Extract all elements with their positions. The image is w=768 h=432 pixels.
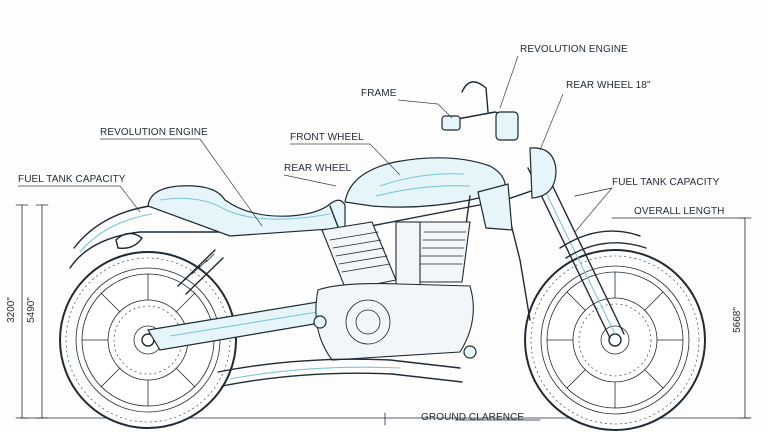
dimension-left-outer: 3200": [6, 297, 17, 323]
seat: [147, 185, 346, 237]
label-fuel-tank-capacity-left: FUEL TANK CAPACITY: [18, 174, 126, 185]
headlight: [529, 147, 557, 199]
label-frame: FRAME: [361, 88, 397, 99]
fuel-tank: [344, 157, 507, 208]
label-ground-clearance: GROUND CLARENCE: [421, 412, 524, 423]
label-fuel-tank-capacity-right: FUEL TANK CAPACITY: [612, 177, 720, 188]
exhaust: [217, 358, 463, 387]
label-rear-wheel: REAR WHEEL: [284, 163, 351, 174]
engine: [313, 221, 477, 361]
label-front-wheel: FRONT WHEEL: [290, 132, 364, 143]
label-overall-length: OVERALL LENGTH: [634, 206, 725, 217]
front-wheel: [524, 249, 706, 431]
label-revolution-engine-left: REVOLUTION ENGINE: [100, 127, 208, 138]
label-revolution-engine-top: REVOLUTION ENGINE: [520, 44, 628, 55]
dimension-left-inner: 5490": [26, 297, 37, 323]
leader-lines: [18, 55, 613, 233]
label-rear-wheel-18: REAR WHEEL 18": [566, 80, 651, 91]
dimension-right: 5668": [732, 307, 743, 333]
handlebar: [441, 81, 519, 141]
